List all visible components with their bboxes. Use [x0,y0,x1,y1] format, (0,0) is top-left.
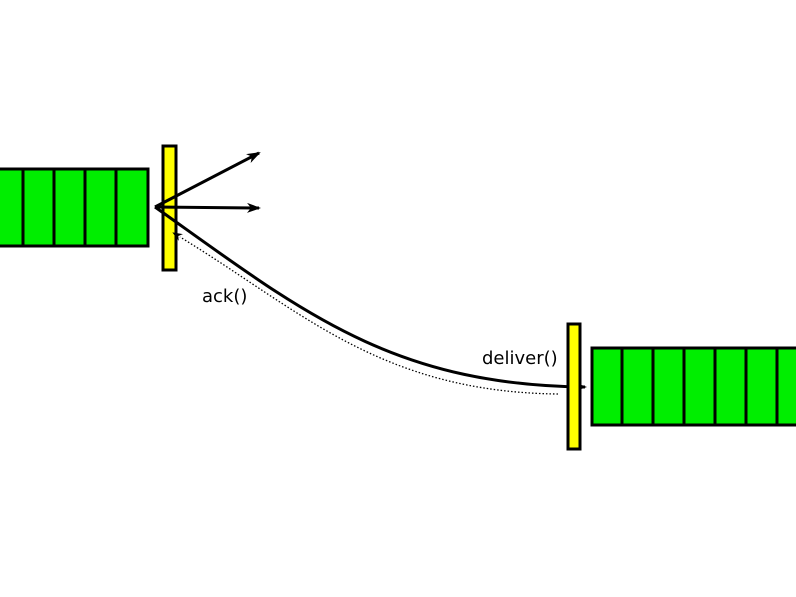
left-queue [0,167,150,248]
right-gate [566,322,582,451]
outgoing-arrow-up [154,151,261,209]
right-queue-cell [682,346,717,427]
deliver-arrow [154,205,587,392]
right-queue-cell [744,346,779,427]
left-queue-cell [0,167,25,248]
right-queue-cell [620,346,655,427]
left-queue-cell [83,167,118,248]
right-queue [590,346,796,427]
left-queue-cell [114,167,150,248]
deliver-label: deliver() [482,348,558,369]
right-queue-cell [713,346,748,427]
right-queue-cell [651,346,686,427]
left-queue-cell [21,167,56,248]
ack-arrow [172,232,559,395]
outgoing-arrow-right [154,202,261,213]
left-queue-cell [52,167,87,248]
right-queue-cell [775,346,796,427]
ack-label: ack() [202,286,247,307]
right-queue-cell [590,346,624,427]
